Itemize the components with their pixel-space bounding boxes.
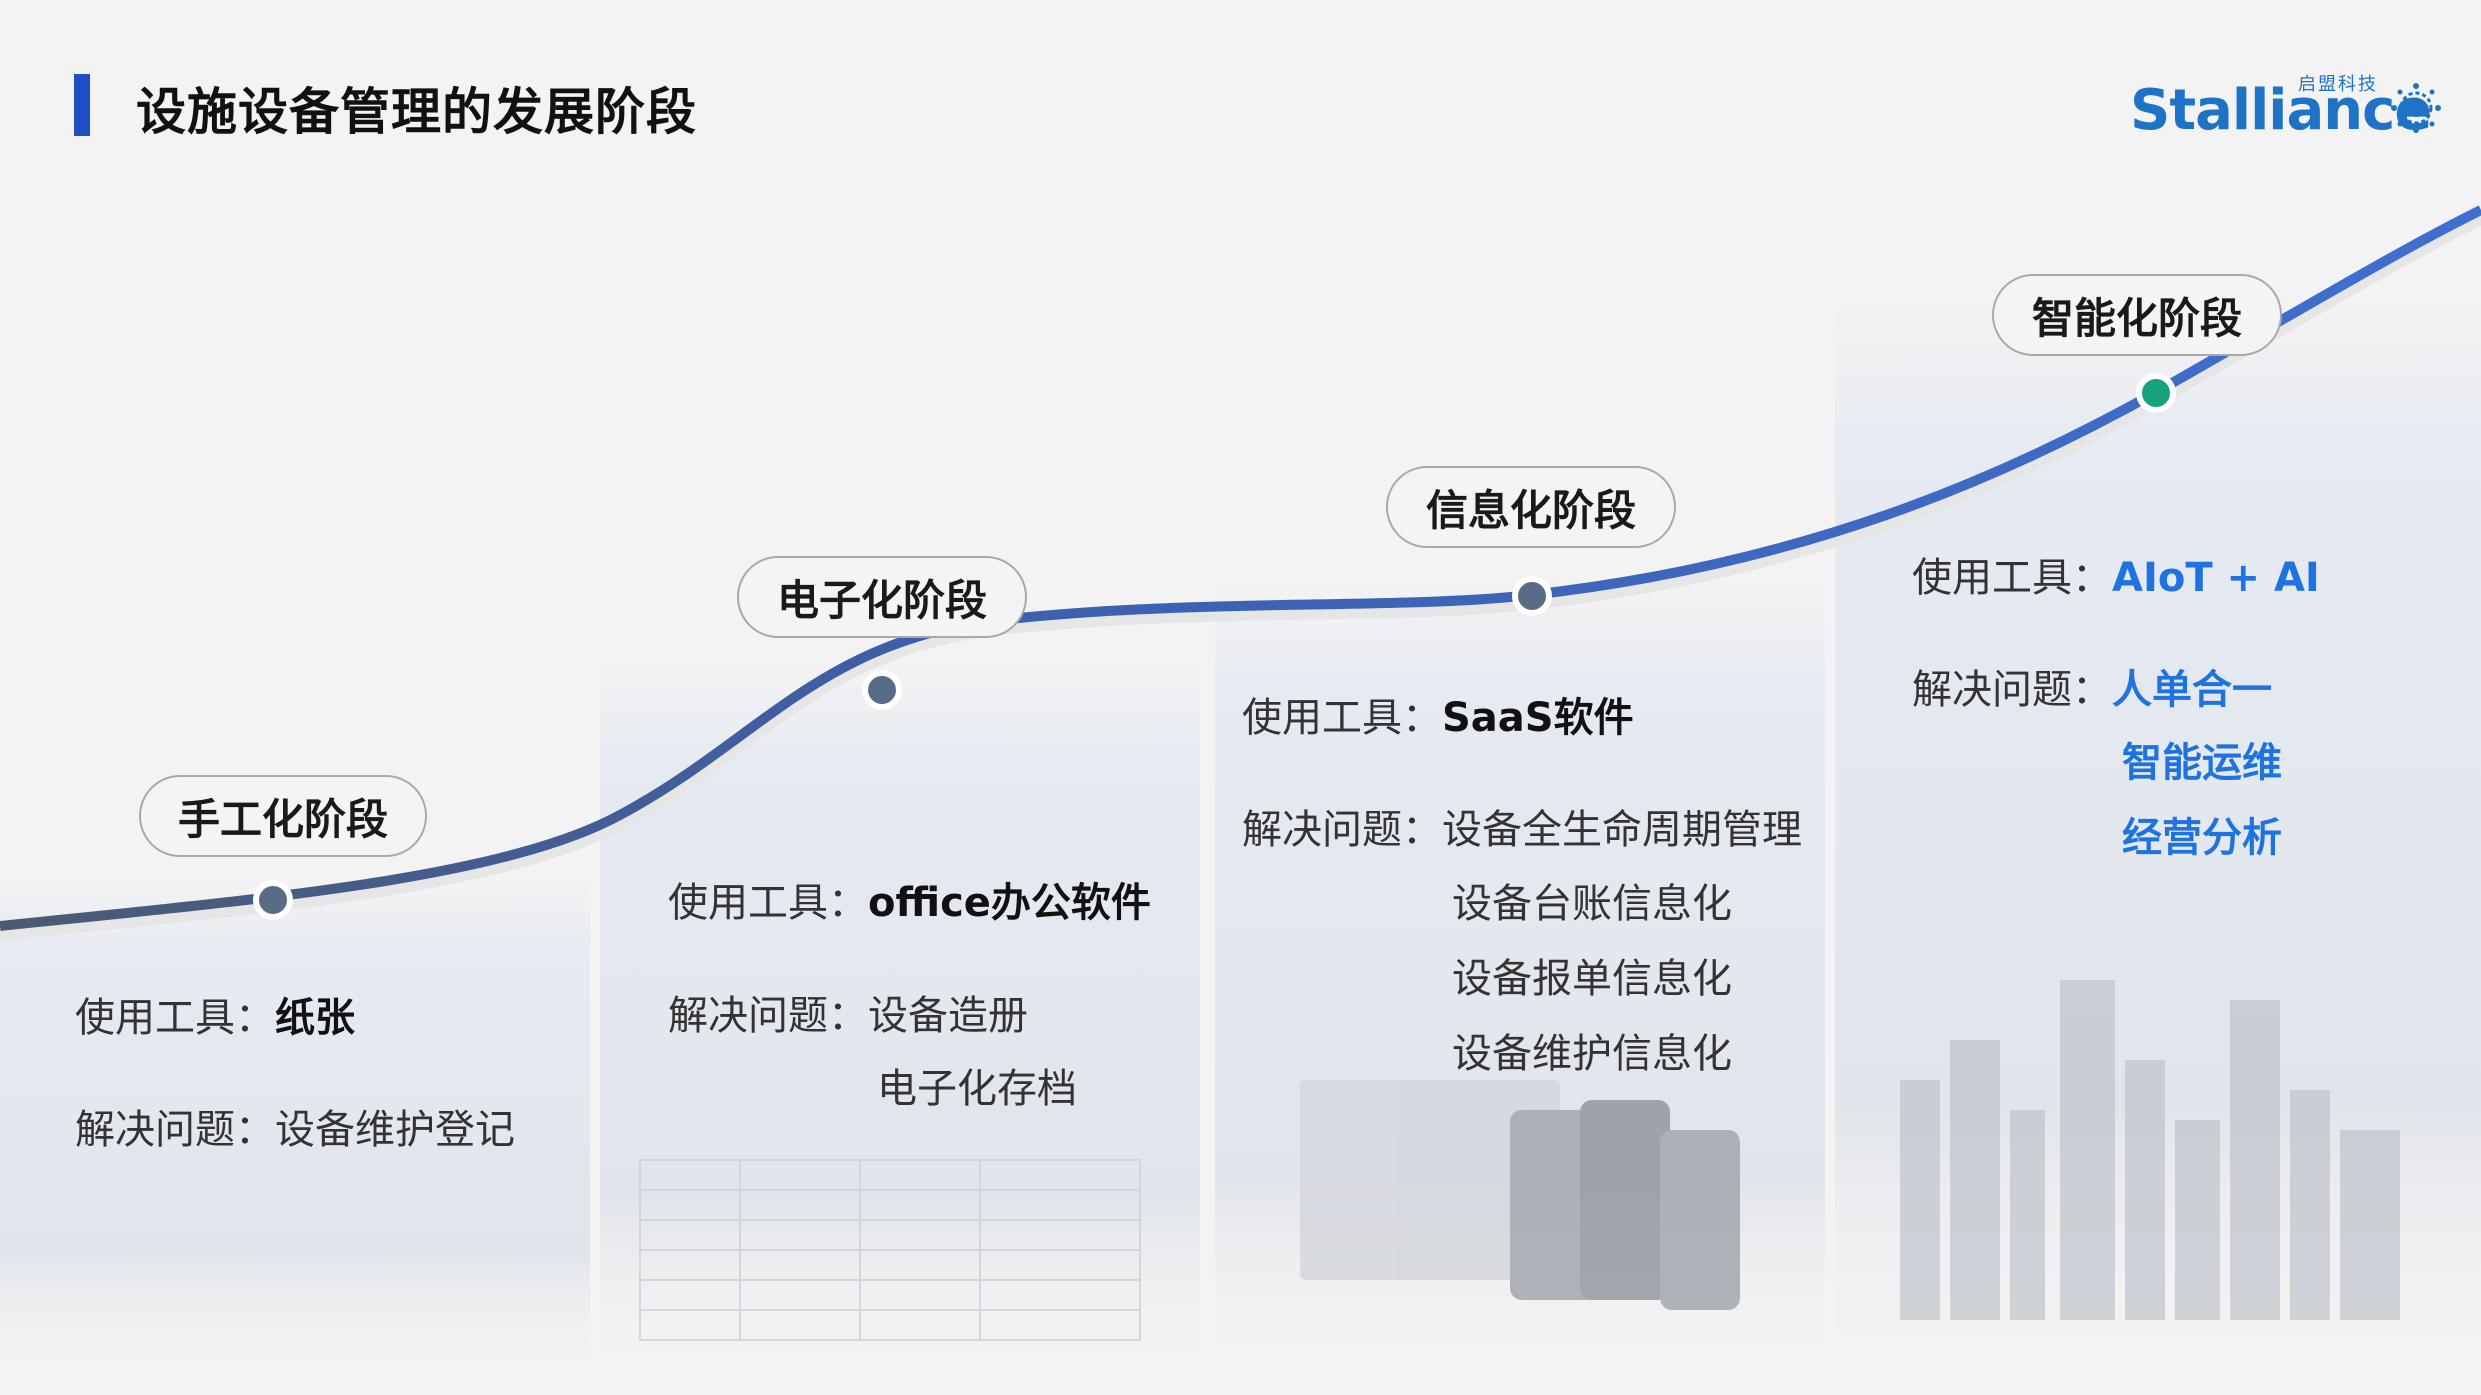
stage-electronic-tools: 使用工具：office办公软件 xyxy=(668,870,1151,928)
stage-pill-electronic: 电子化阶段 xyxy=(737,556,1027,638)
logo-atom-icon xyxy=(2391,83,2441,133)
problem-item: 设备台账信息化 xyxy=(1452,881,1732,927)
problem-item: 设备维护信息化 xyxy=(1452,1031,1732,1077)
tools-label: 使用工具： xyxy=(1912,555,2112,601)
problems-label: 解决问题： xyxy=(1242,807,1442,853)
problems-label: 解决问题： xyxy=(668,993,868,1039)
stage-manual-problems: 解决问题：设备维护登记 xyxy=(75,1097,515,1155)
tools-value: office办公软件 xyxy=(868,880,1151,926)
stage-intelligent-problems: 解决问题：人单合一 xyxy=(1912,657,2272,715)
devices-illustration xyxy=(1300,1080,1740,1310)
tools-label: 使用工具： xyxy=(668,880,868,926)
spreadsheet-illustration xyxy=(639,1159,1141,1341)
stage-electronic-problems: 解决问题：设备造册 xyxy=(668,983,1028,1041)
tools-value: SaaS软件 xyxy=(1442,695,1634,741)
tools-value: 纸张 xyxy=(275,995,355,1041)
tools-label: 使用工具： xyxy=(75,995,275,1041)
problem-item: 经营分析 xyxy=(2122,815,2282,861)
stage-pill-manual: 手工化阶段 xyxy=(139,775,427,857)
logo: 启盟科技 Stalliance xyxy=(2130,60,2450,150)
node-manual xyxy=(253,880,293,920)
problems-label: 解决问题： xyxy=(1912,667,2112,713)
node-intelligent xyxy=(2136,373,2176,413)
problem-item: 设备造册 xyxy=(868,993,1028,1039)
problem-item: 设备报单信息化 xyxy=(1452,956,1732,1002)
page-title: 设施设备管理的发展阶段 xyxy=(136,83,697,141)
problem-item: 人单合一 xyxy=(2112,667,2272,713)
stage-manual-tools: 使用工具：纸张 xyxy=(75,985,355,1043)
tools-label: 使用工具： xyxy=(1242,695,1442,741)
tools-value: AIoT + AI xyxy=(2112,555,2320,601)
city-illustration xyxy=(1900,980,2400,1320)
node-electronic xyxy=(862,670,902,710)
logo-cn-text: 启盟科技 xyxy=(2298,74,2378,95)
problem-item: 智能运维 xyxy=(2122,740,2282,786)
logo-word: Stalliance xyxy=(2130,78,2432,143)
problem-item: 电子化存档 xyxy=(877,1066,1077,1112)
stage-pill-information: 信息化阶段 xyxy=(1386,466,1676,548)
stage-intelligent-tools: 使用工具：AIoT + AI xyxy=(1912,545,2320,603)
panel-manual xyxy=(0,880,590,1380)
title-accent-bar xyxy=(74,74,90,136)
stage-information-tools: 使用工具：SaaS软件 xyxy=(1242,685,1634,743)
problem-item: 设备全生命周期管理 xyxy=(1442,807,1802,853)
node-information xyxy=(1512,576,1552,616)
stage-pill-intelligent: 智能化阶段 xyxy=(1992,274,2282,356)
problems-label: 解决问题： xyxy=(75,1107,275,1153)
problem-item: 设备维护登记 xyxy=(275,1107,515,1153)
stage-information-problems: 解决问题：设备全生命周期管理 xyxy=(1242,797,1802,855)
